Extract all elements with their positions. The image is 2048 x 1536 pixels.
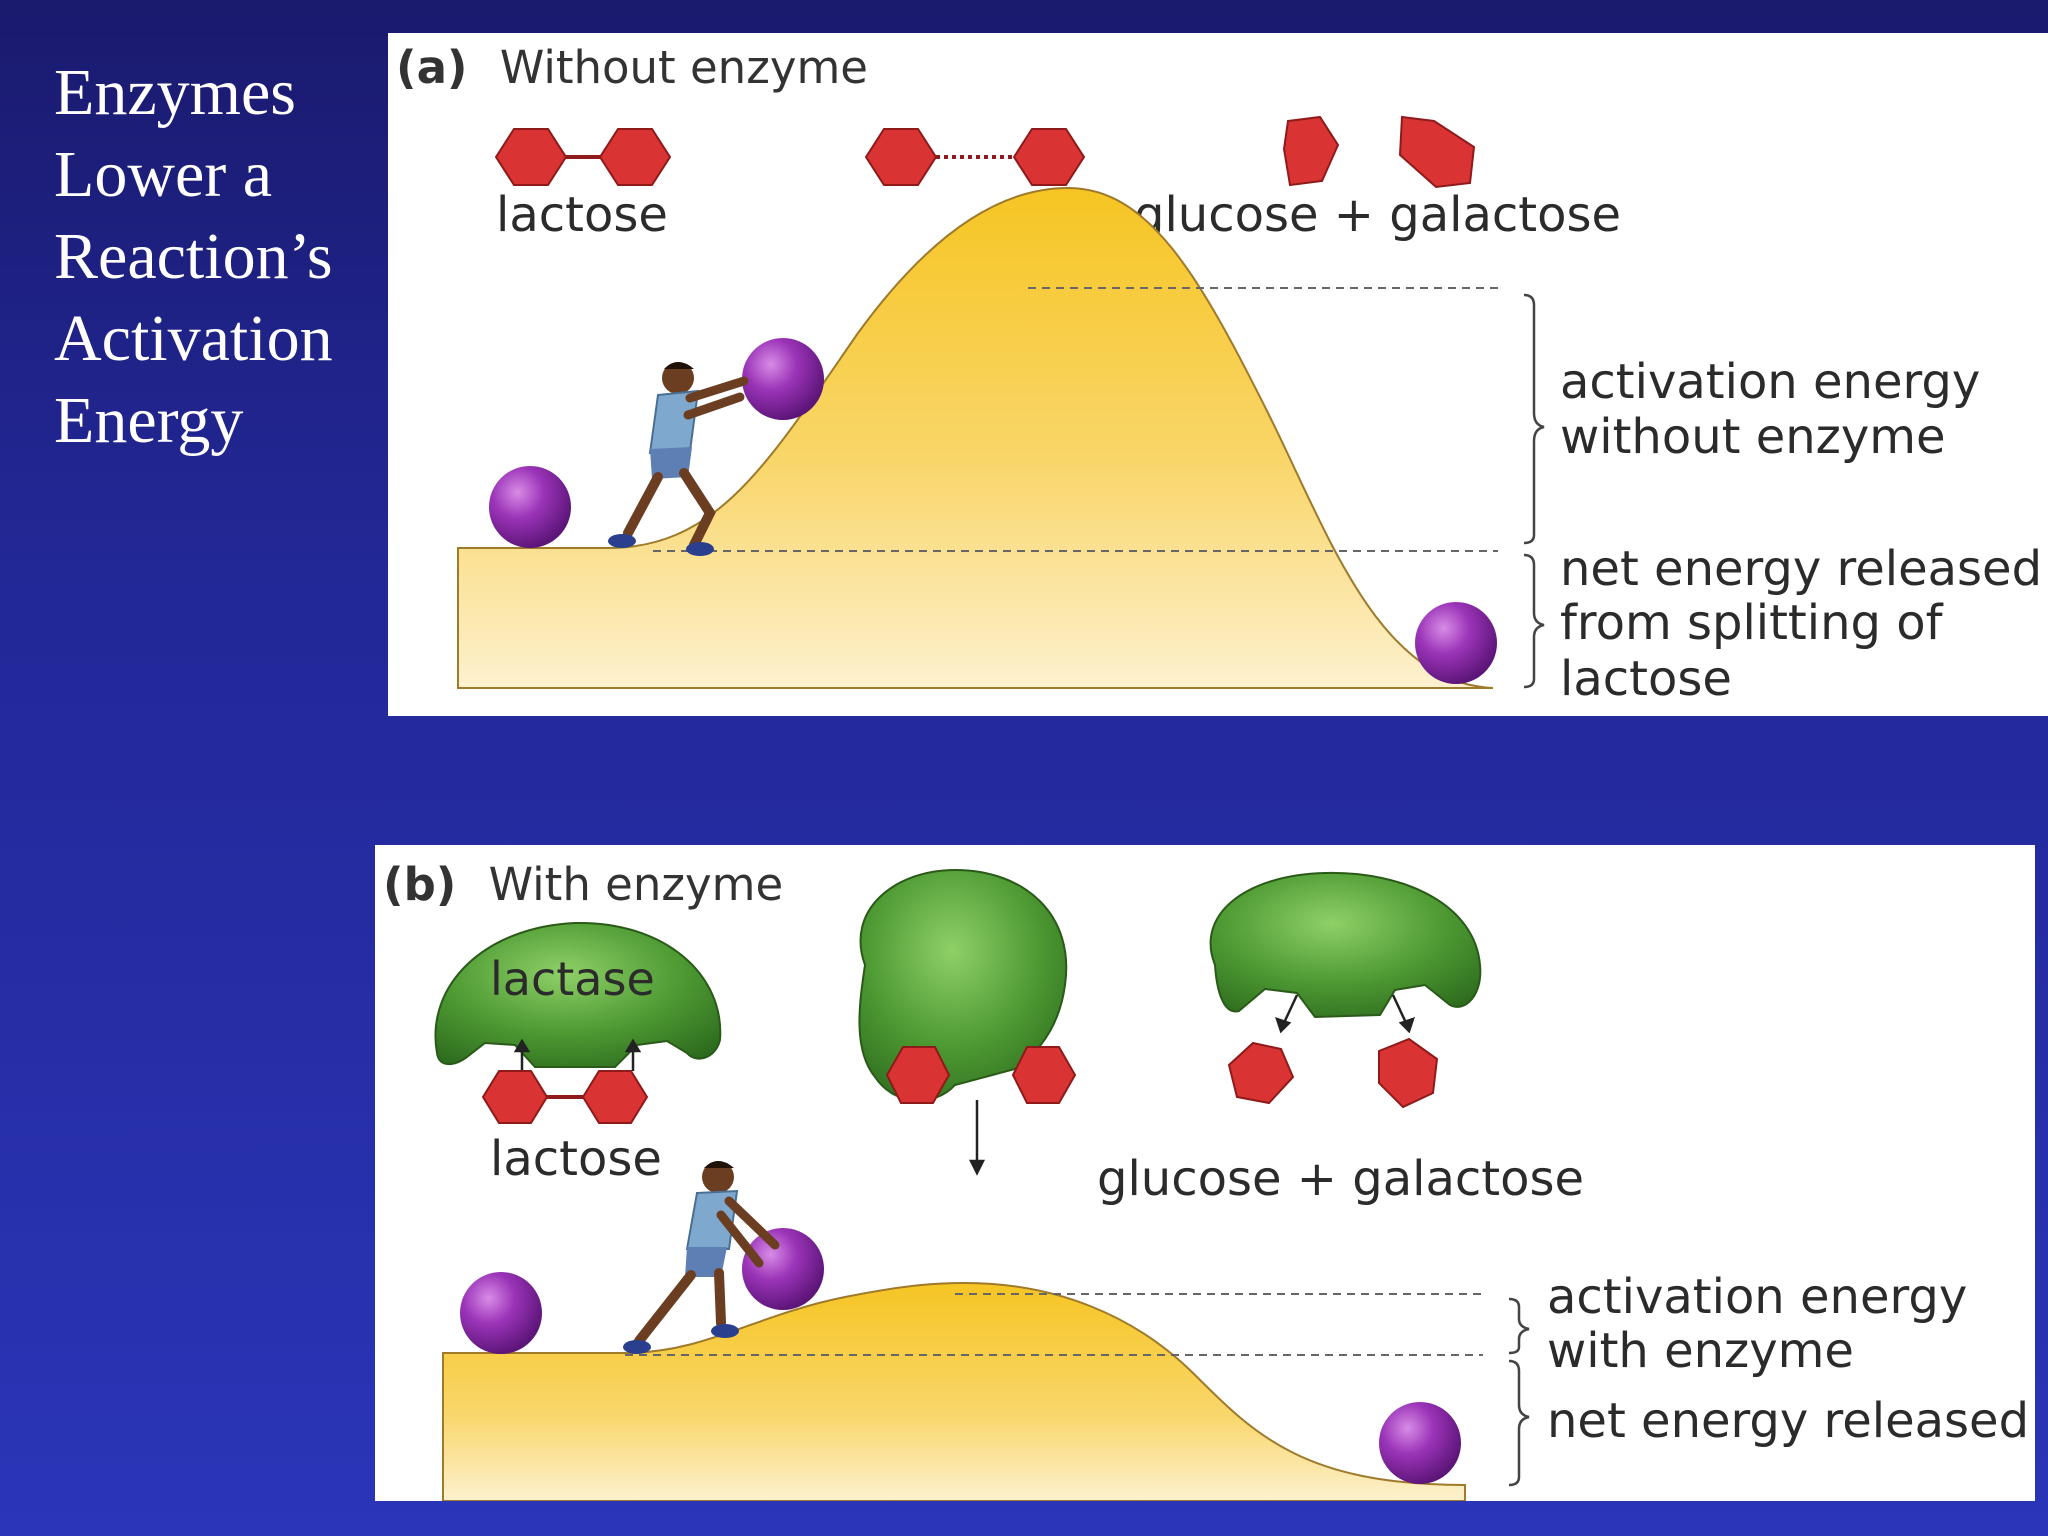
diagram-with-enzyme: (b) With enzyme lactase lactose (383, 858, 2029, 1501)
svg-text:(a) Without enzyme: (a) Without enzyme (396, 41, 868, 94)
ball-reactant-b (460, 1272, 542, 1354)
enzyme-substrate-complex-shape (858, 868, 1068, 1102)
glucose-galactose-molecules (1282, 115, 1476, 189)
panel-with-enzyme: (b) With enzyme lactase lactose (375, 845, 2035, 1501)
title-line-1: Enzymes (54, 56, 296, 129)
diagram-without-enzyme: (a) Without enzyme lactose glucose + gal… (396, 41, 2042, 707)
panel-a-net-label-3: lactose (1560, 651, 1732, 707)
bound-molecules (885, 1046, 1077, 1104)
enzyme-releasing-shape (1209, 871, 1482, 1019)
panel-a-products-label: glucose + galactose (1134, 187, 1621, 243)
energy-hill-with-enzyme (442, 1281, 1466, 1501)
ball-being-pushed-b (742, 1228, 824, 1310)
ball-product (1415, 602, 1497, 684)
energy-hill-without-enzyme (457, 186, 1494, 689)
release-arrows (1275, 994, 1415, 1034)
lactase-enzyme-shape (434, 921, 722, 1068)
panel-a-activation-label-2: without enzyme (1560, 409, 1946, 465)
panel-b-products-label: glucose + galactose (1097, 1151, 1584, 1207)
panel-without-enzyme: (a) Without enzyme lactose glucose + gal… (388, 33, 2048, 716)
person-pushing-icon-b (623, 1161, 780, 1354)
binding-arrows-up (513, 1038, 642, 1071)
panel-a-letter: (a) (396, 41, 468, 94)
svg-text:(b) With enzyme: (b) With enzyme (383, 858, 783, 911)
person-pushing-icon (608, 362, 749, 556)
slide-title: Enzymes Lower a Reaction’s Activation En… (54, 52, 384, 462)
title-line-3: Reaction’s (54, 220, 333, 293)
splitting-molecule (864, 128, 1086, 186)
release-arrow-down (968, 1100, 986, 1176)
panel-b-lactose-label: lactose (490, 1131, 662, 1187)
lactose-molecule (494, 128, 672, 186)
panel-b-net-label: net energy released (1547, 1393, 2029, 1449)
panel-a-activation-label-1: activation energy (1560, 354, 1980, 410)
activation-brace (1523, 293, 1545, 545)
panel-b-letter: (b) (383, 858, 456, 911)
title-line-2: Lower a (54, 138, 273, 211)
released-molecules (1227, 1037, 1439, 1109)
title-line-4: Activation (54, 302, 333, 375)
net-energy-brace (1523, 553, 1545, 689)
title-line-5: Energy (54, 384, 244, 457)
panel-a-lactose-label: lactose (496, 187, 668, 243)
net-energy-brace-b (1508, 1359, 1530, 1487)
panel-b-activation-label-2: with enzyme (1547, 1323, 1854, 1379)
panel-a-net-label-1: net energy released (1560, 541, 2042, 597)
lactose-molecule-b (481, 1070, 649, 1124)
ball-being-pushed (742, 338, 824, 420)
panel-a-title: Without enzyme (500, 41, 868, 94)
activation-brace-b (1508, 1297, 1530, 1355)
panel-b-title: With enzyme (489, 858, 783, 911)
ball-reactant (489, 466, 571, 548)
lactase-label: lactase (490, 952, 655, 1006)
panel-b-activation-label-1: activation energy (1547, 1269, 1967, 1325)
panel-a-net-label-2: from splitting of (1560, 595, 1944, 651)
ball-product-b (1379, 1402, 1461, 1484)
